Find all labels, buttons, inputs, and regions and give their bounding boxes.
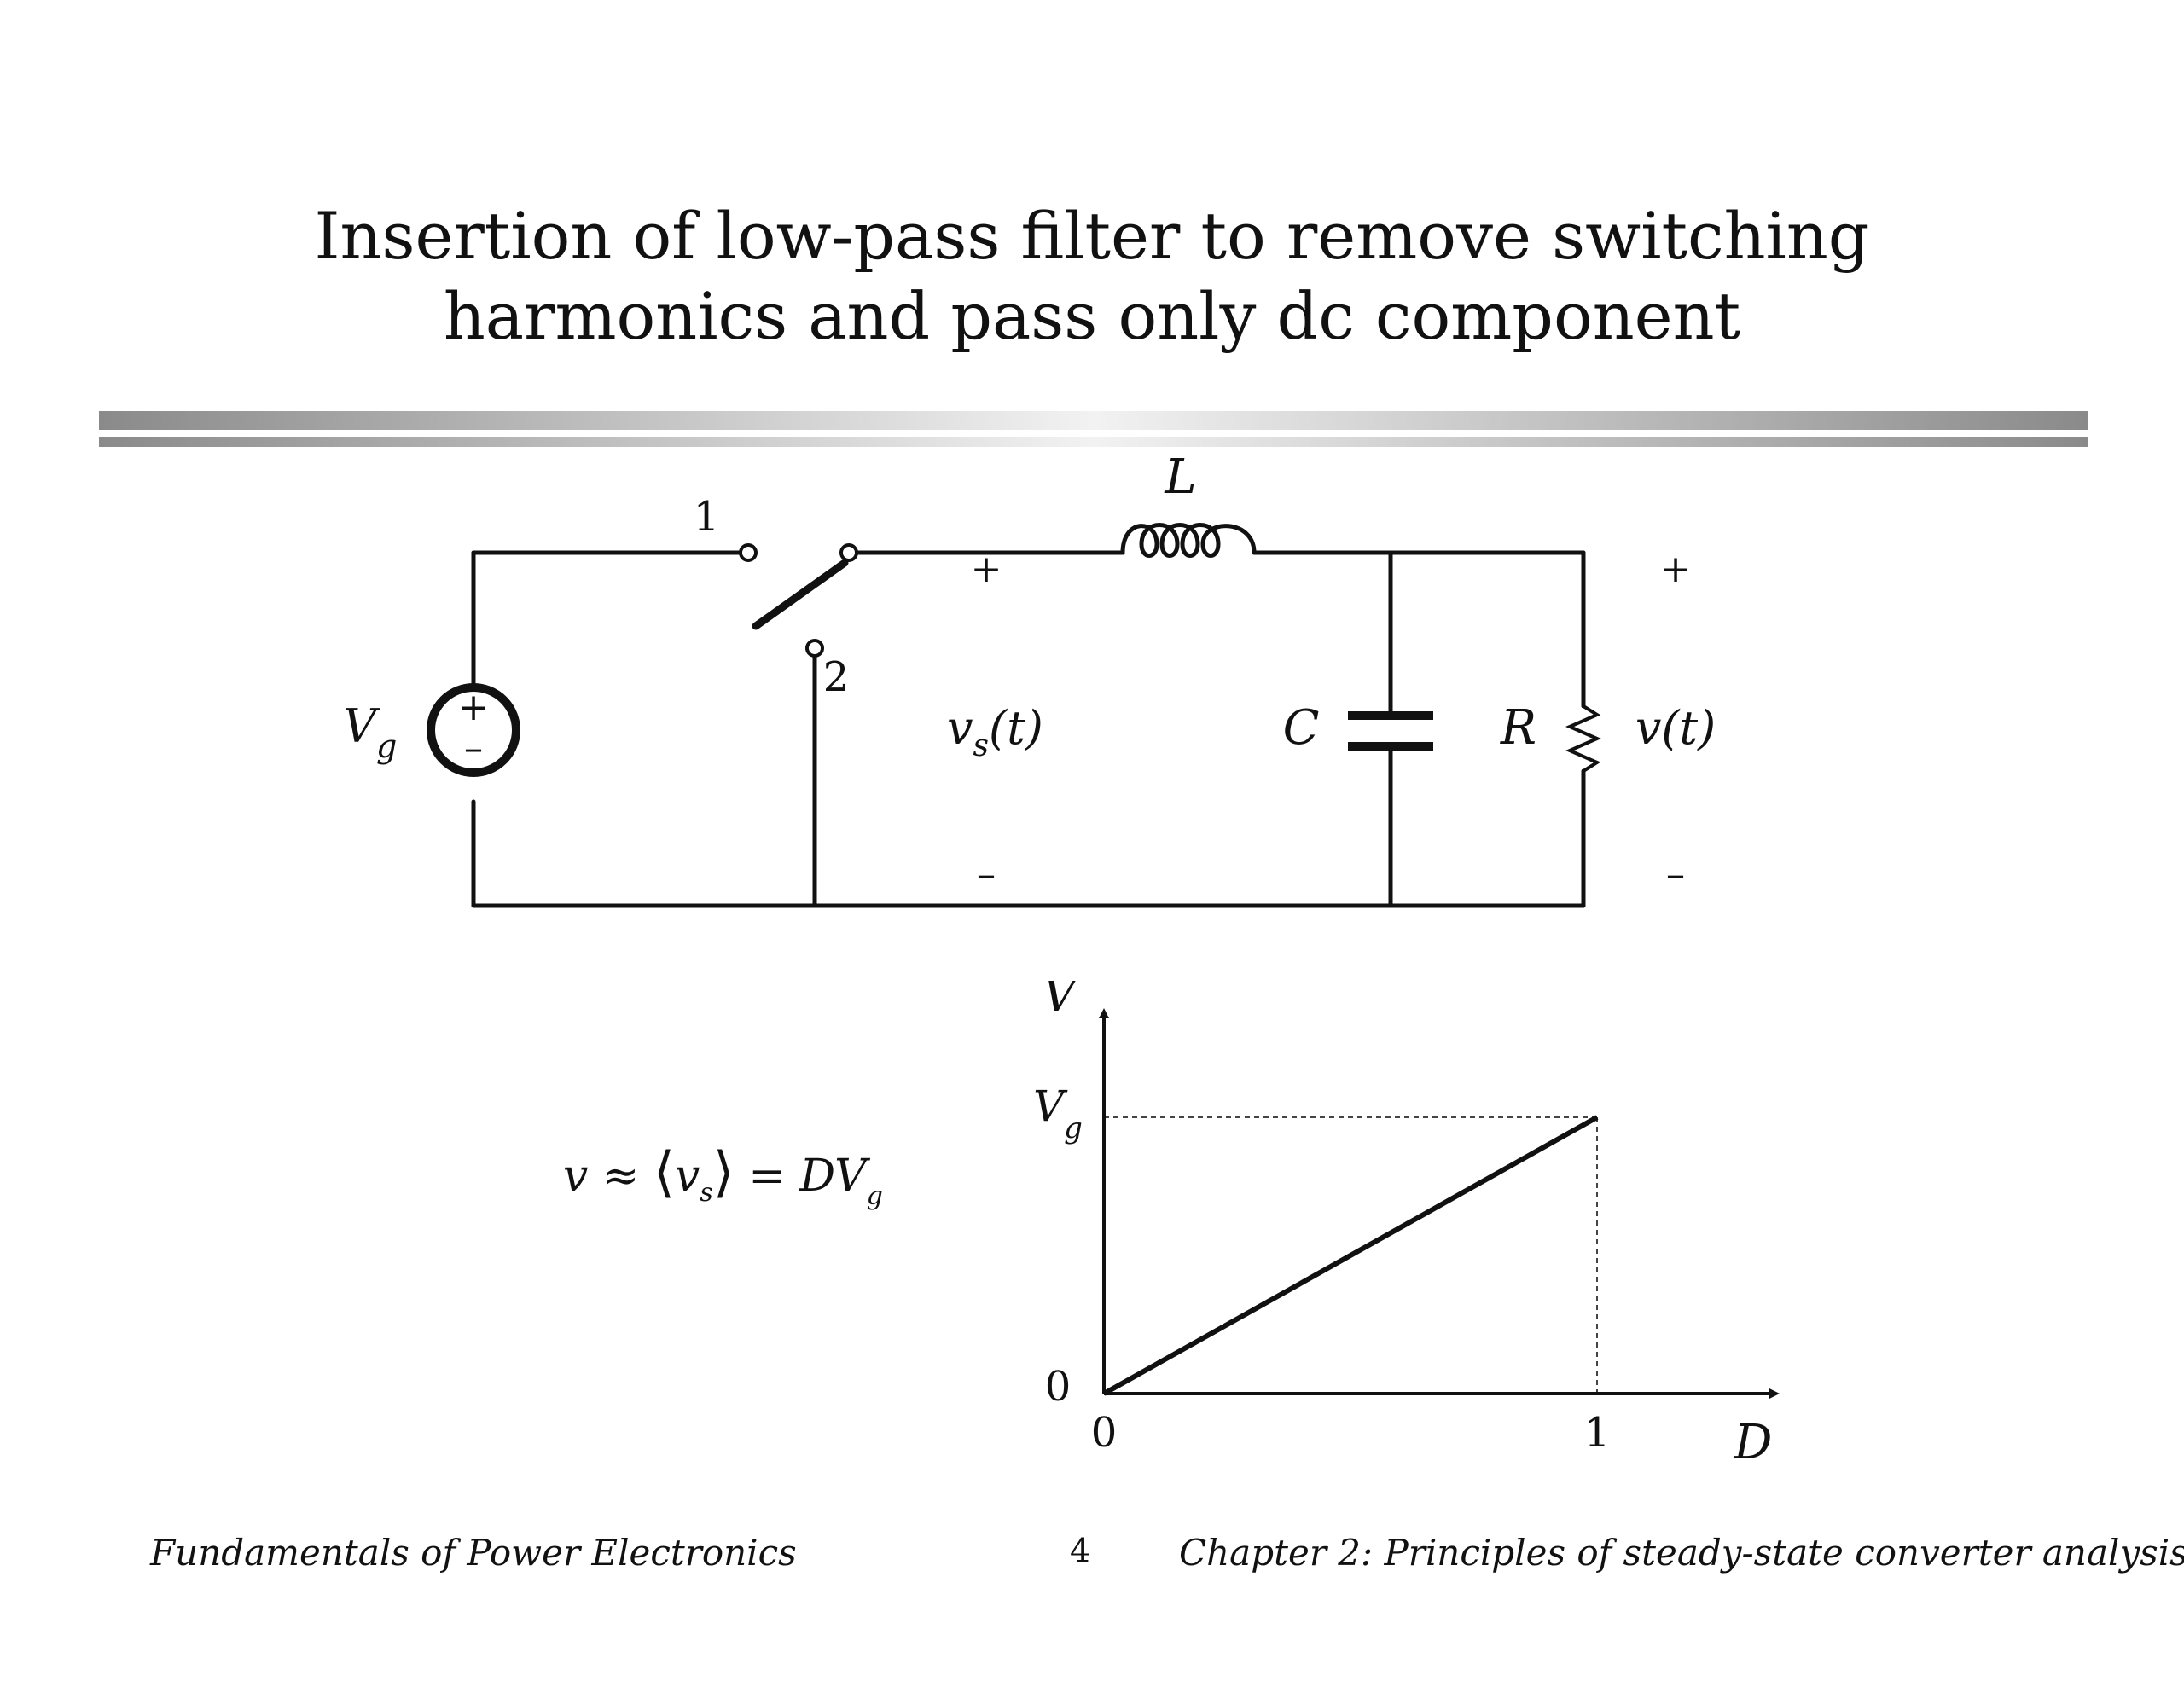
- voltage-vs-duty-chart: V D Vg 0 0 1: [1033, 981, 1780, 1470]
- average-voltage-equation: v ≈ ⟨vs⟩ = DVg: [563, 1141, 883, 1211]
- capacitor-plate-bottom: [1348, 742, 1433, 751]
- switch-terminal-2: [805, 639, 824, 658]
- chart-plot-layer: [1099, 1008, 1780, 1399]
- header-rule: [99, 411, 2088, 447]
- inductor-label: L: [1164, 449, 1196, 505]
- series-line-v-vs-d: [1102, 1115, 1599, 1396]
- x-axis-label: D: [1734, 1415, 1773, 1470]
- footer-chapter-title: Chapter 2: Principles of steady-state co…: [1179, 1532, 2184, 1574]
- switch-terminal-1: [739, 543, 758, 562]
- source-plus: +: [458, 686, 490, 729]
- resistor: [1565, 704, 1601, 773]
- x-tick-label-1: 1: [1584, 1409, 1611, 1457]
- footer-page-number: 4: [1070, 1532, 1091, 1569]
- buck-circuit-diagram: + – Vg 1 2 L C R + vs(t) – + v(t) –: [343, 449, 1716, 908]
- switch-blade: [752, 559, 849, 630]
- vs-label: vs(t): [947, 701, 1043, 763]
- rule-bar-bottom: [99, 437, 2088, 447]
- slide-title-line-2: harmonics and pass only dc component: [443, 278, 1741, 354]
- capacitor-plate-top: [1348, 711, 1433, 720]
- rule-bar-top: [99, 411, 2088, 430]
- inductor: [1120, 523, 1257, 558]
- slide-title-line-1: Insertion of low-pass filter to remove s…: [314, 198, 1870, 274]
- vs-minus: –: [977, 853, 996, 896]
- y-tick-label-0: 0: [1045, 1363, 1072, 1411]
- x-tick-label-0: 0: [1091, 1409, 1118, 1457]
- vout-minus: –: [1666, 853, 1685, 896]
- y-axis-label: V: [1043, 981, 1082, 1023]
- capacitor-label: C: [1283, 700, 1320, 756]
- switch-common-terminal: [839, 543, 858, 562]
- source-label: Vg: [343, 699, 397, 765]
- voltage-source: [427, 683, 520, 777]
- vs-plus: +: [971, 548, 1002, 591]
- source-minus: –: [464, 727, 483, 770]
- switch-position-2-label: 2: [823, 653, 850, 701]
- switch-position-1-label: 1: [694, 493, 720, 541]
- vout-label: v(t): [1635, 701, 1716, 755]
- footer-book-title: Fundamentals of Power Electronics: [150, 1532, 797, 1574]
- y-tick-label-vg: Vg: [1033, 1081, 1083, 1145]
- resistor-label: R: [1500, 700, 1536, 756]
- equation: v ≈ ⟨vs⟩ = DVg: [563, 1141, 883, 1211]
- vout-plus: +: [1660, 548, 1692, 591]
